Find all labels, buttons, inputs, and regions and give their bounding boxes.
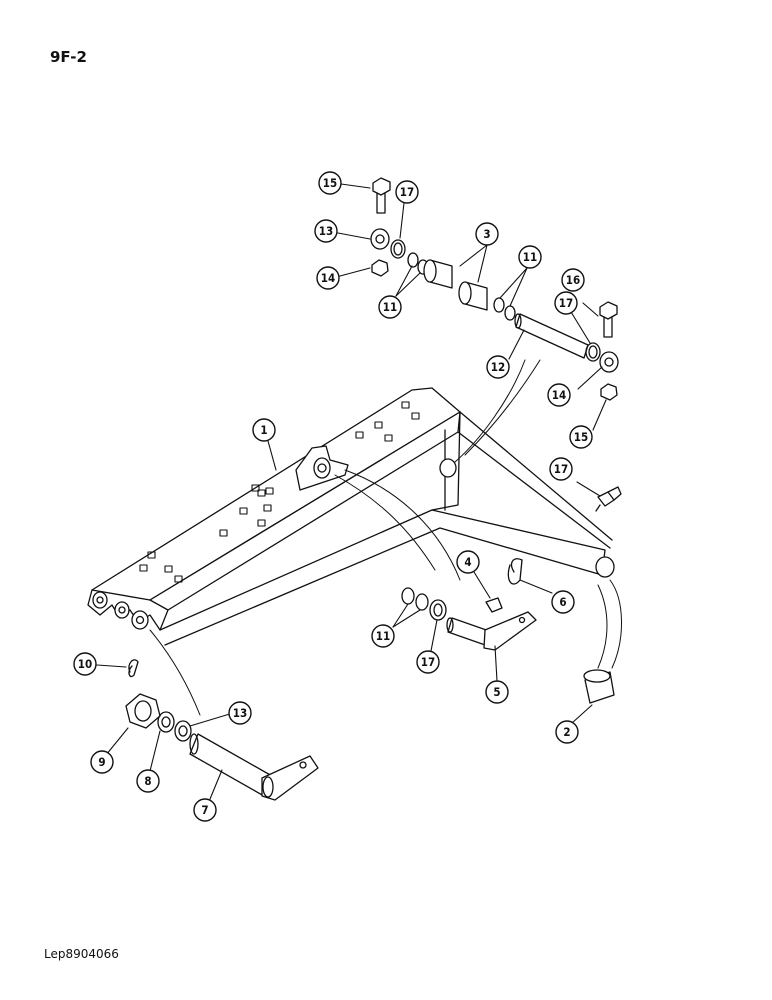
washer-8 [157,711,175,733]
washer-17-upper-right [585,342,601,362]
svg-text:15: 15 [323,176,337,190]
reference-code: Lep8904066 [44,947,119,961]
bushings-3 [423,259,488,311]
svg-text:17: 17 [559,296,573,310]
pin-5 [446,611,537,651]
callout-11-lower: 11 [371,624,395,648]
callout-17-lower-left: 13 [228,701,252,725]
callout-5: 5 [485,680,509,704]
svg-text:10: 10 [78,657,92,671]
svg-text:13: 13 [319,224,333,238]
callout-9: 9 [90,750,114,774]
callout-2: 2 [555,720,579,744]
callout-8: 8 [136,769,160,793]
svg-text:17: 17 [400,185,414,199]
svg-text:16: 16 [566,273,580,287]
svg-text:3: 3 [483,227,490,241]
callout-17-lower-middle: 17 [416,650,440,674]
washer-17-upper-left [390,239,406,259]
callout-17-upper-left: 17 [395,180,419,204]
svg-text:6: 6 [559,595,566,609]
callout-16: 17 [549,457,573,481]
callout-14-right: 16 [561,268,585,292]
svg-text:17: 17 [554,462,568,476]
clip-10 [128,659,139,678]
svg-text:17: 17 [421,655,435,669]
svg-text:15: 15 [574,430,588,444]
plug-4 [485,597,503,613]
pin-7 [189,733,319,801]
callout-10: 10 [73,652,97,676]
callout-15-left: 14 [316,266,340,290]
collar-13-left [370,228,390,250]
callout-11-upper-right: 11 [518,245,542,269]
boom-frame [87,387,615,646]
callout-bubbles: 15 17 13 14 11 3 11 16 17 12 14 15 17 1 … [73,171,593,822]
svg-text:1: 1 [260,423,267,437]
bolt-14-right [599,301,618,338]
callout-3: 3 [475,222,499,246]
callout-13-left: 13 [314,219,338,243]
callout-12: 12 [486,355,510,379]
callout-1: 1 [252,418,276,442]
svg-text:14: 14 [321,271,335,285]
pin-12 [514,313,589,359]
nut-15-right [600,383,618,401]
svg-text:12: 12 [491,360,505,374]
svg-text:8: 8 [144,774,151,788]
page-code: 9F-2 [50,48,87,66]
bushing-2 [583,669,615,704]
callout-4: 4 [456,550,480,574]
callout-13-right: 14 [547,383,571,407]
svg-text:13: 13 [233,706,247,720]
leader-lines [96,183,607,800]
bolt-14-left [372,177,391,214]
washer-17-lower-middle [429,599,447,621]
svg-text:11: 11 [376,629,390,643]
svg-text:5: 5 [493,685,500,699]
assembly-guide-lines [149,359,622,716]
callout-7: 7 [193,798,217,822]
svg-text:2: 2 [563,725,570,739]
svg-text:9: 9 [98,755,105,769]
grease-fitting-16 [595,486,622,512]
callout-14-left: 15 [318,171,342,195]
clip-6 [507,558,523,585]
callout-17-upper-right: 17 [554,291,578,315]
svg-text:7: 7 [201,803,208,817]
nut-15-left [371,259,389,277]
washer-17-lower-left [174,720,192,742]
callout-15-right: 15 [569,425,593,449]
nut-9 [125,693,161,729]
svg-text:4: 4 [464,555,471,569]
collar-13-right [599,351,619,373]
svg-text:11: 11 [523,250,537,264]
svg-text:14: 14 [552,388,566,402]
callout-11-upper-left: 11 [378,295,402,319]
svg-text:11: 11 [383,300,397,314]
callout-6: 6 [551,590,575,614]
